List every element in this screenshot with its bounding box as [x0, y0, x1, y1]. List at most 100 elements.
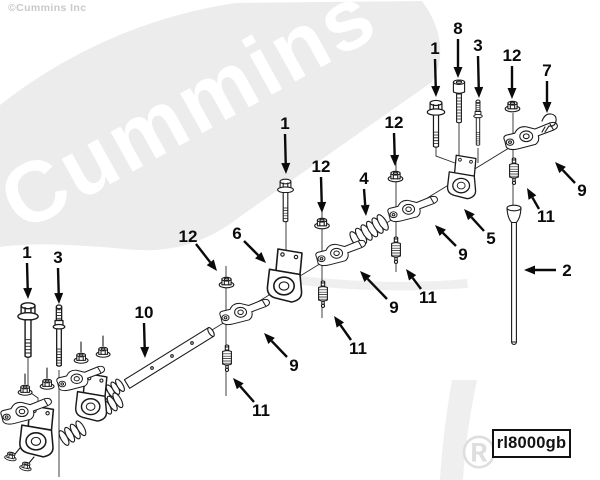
callout-arrowhead-1-15	[431, 85, 441, 97]
callout-arrowhead-11-14	[406, 269, 417, 281]
callout-arrowhead-9-5	[264, 333, 275, 345]
callout-arrow-4-9	[362, 188, 367, 206]
part-rocker-arm-9-b	[315, 239, 366, 267]
callout-arrowhead-3-17	[474, 86, 484, 98]
callout-label-12-18: 12	[503, 46, 522, 65]
callout-arrow-5-20	[470, 216, 485, 232]
figure-code-box: rl8000gb	[492, 429, 571, 458]
callout-arrow-12-3	[195, 243, 212, 264]
callout-arrow-9-21	[561, 169, 576, 184]
part-adjusting-screw-11-a	[222, 344, 232, 373]
figure-code: rl8000gb	[496, 434, 567, 452]
callout-arrow-1-7	[283, 133, 287, 164]
callout-arrowhead-1-0	[23, 287, 33, 299]
assembled-rocker-cluster	[0, 335, 124, 473]
callout-arrow-1-15	[433, 58, 437, 87]
callout-label-9-11: 9	[389, 298, 398, 317]
callout-label-5-20: 5	[486, 229, 495, 248]
callout-arrow-11-14	[411, 277, 422, 290]
callout-arrowhead-9-13	[435, 225, 446, 236]
callout-arrow-1-0	[25, 262, 29, 289]
part-rocker-arm-9-a	[219, 298, 270, 326]
callout-label-2-23: 2	[562, 261, 571, 280]
part-shaft-10	[101, 327, 215, 401]
callout-arrow-11-6	[239, 385, 255, 403]
callout-label-11-22: 11	[537, 207, 555, 226]
callout-arrowhead-11-22	[527, 188, 537, 200]
callout-arrow-12-10	[392, 132, 396, 156]
callout-label-7-19: 7	[542, 61, 551, 80]
callout-arrow-11-22	[531, 196, 541, 210]
registered-trademark-watermark: ®	[462, 426, 496, 478]
callout-arrowhead-8-16	[453, 67, 463, 78]
callout-arrowhead-10-2	[140, 346, 150, 358]
part-stud-3-left	[52, 304, 66, 367]
part-stud-3-right	[473, 99, 483, 146]
callout-label-11-12: 11	[349, 339, 367, 358]
assembled-pair-rear	[56, 335, 124, 422]
callout-label-11-6: 11	[252, 401, 270, 420]
callout-label-10-2: 10	[135, 303, 154, 322]
callout-arrow-9-13	[441, 231, 457, 247]
callout-arrow-6-4	[243, 240, 260, 257]
part-spring-4	[349, 214, 389, 248]
part-bolt-8	[452, 79, 466, 124]
callout-arrow-11-12	[339, 324, 352, 341]
callout-label-1-0: 1	[22, 243, 31, 262]
callout-arrowhead-7-19	[542, 102, 552, 113]
callout-arrowhead-9-21	[555, 162, 566, 174]
callout-arrowhead-2-23	[524, 265, 535, 275]
callout-label-1-7: 1	[280, 114, 289, 133]
callout-label-12-3: 12	[179, 227, 198, 246]
callout-label-1-15: 1	[430, 39, 439, 58]
part-bolt-1-left	[17, 302, 39, 359]
part-bolt-1-middle	[277, 178, 294, 223]
part-nut-12-d	[504, 100, 521, 113]
callout-arrow-10-2	[142, 322, 146, 348]
callout-label-12-8: 12	[312, 157, 331, 176]
cummins-logo-watermark: Cummins ®	[0, 0, 496, 480]
watermark-side-band	[440, 380, 477, 480]
part-nut-12-a	[218, 276, 235, 289]
callout-arrowhead-9-11	[360, 271, 371, 283]
part-rocker-arm-9-c	[387, 195, 438, 223]
callout-label-3-1: 3	[53, 248, 62, 267]
callout-arrowhead-6-4	[255, 252, 266, 263]
callout-arrowhead-12-3	[206, 259, 217, 271]
callout-label-11-14: 11	[419, 288, 437, 307]
part-adjusting-screw-11-d	[509, 157, 519, 186]
part-clip-7	[541, 113, 557, 133]
callout-arrow-12-8	[319, 176, 323, 203]
callout-label-9-5: 9	[289, 356, 298, 375]
callout-arrowhead-4-9	[360, 204, 370, 216]
part-bolt-1-right	[426, 99, 446, 148]
part-nut-12-b	[314, 217, 330, 230]
callout-arrow-9-5	[270, 340, 288, 358]
part-adjusting-screw-11-c	[391, 236, 401, 265]
callout-label-9-13: 9	[458, 245, 467, 264]
callout-arrowhead-12-18	[507, 88, 517, 99]
callout-arrow-9-11	[366, 278, 388, 300]
callout-arrow-3-1	[56, 267, 60, 294]
copyright-text: ©Cummins Inc	[8, 2, 87, 14]
callout-label-6-4: 6	[232, 224, 241, 243]
callout-arrowhead-11-6	[233, 378, 244, 390]
callout-arrowhead-3-1	[54, 292, 64, 304]
callout-arrowhead-1-7	[281, 162, 291, 174]
assembled-pair-front	[0, 367, 87, 458]
part-push-rod-2	[506, 204, 522, 345]
cluster-lower-hardware	[3, 447, 35, 473]
callout-arrowhead-12-10	[390, 154, 400, 166]
callout-label-8-16: 8	[453, 19, 462, 38]
callout-arrowhead-11-12	[334, 316, 345, 328]
callout-arrowhead-12-8	[317, 201, 327, 213]
part-support-6	[266, 248, 303, 303]
callout-label-3-17: 3	[473, 36, 482, 55]
callout-label-4-9: 4	[359, 169, 369, 188]
callout-arrowhead-5-20	[464, 209, 475, 221]
part-nut-12-c	[387, 170, 404, 183]
watermark-swoosh	[0, 1, 441, 251]
